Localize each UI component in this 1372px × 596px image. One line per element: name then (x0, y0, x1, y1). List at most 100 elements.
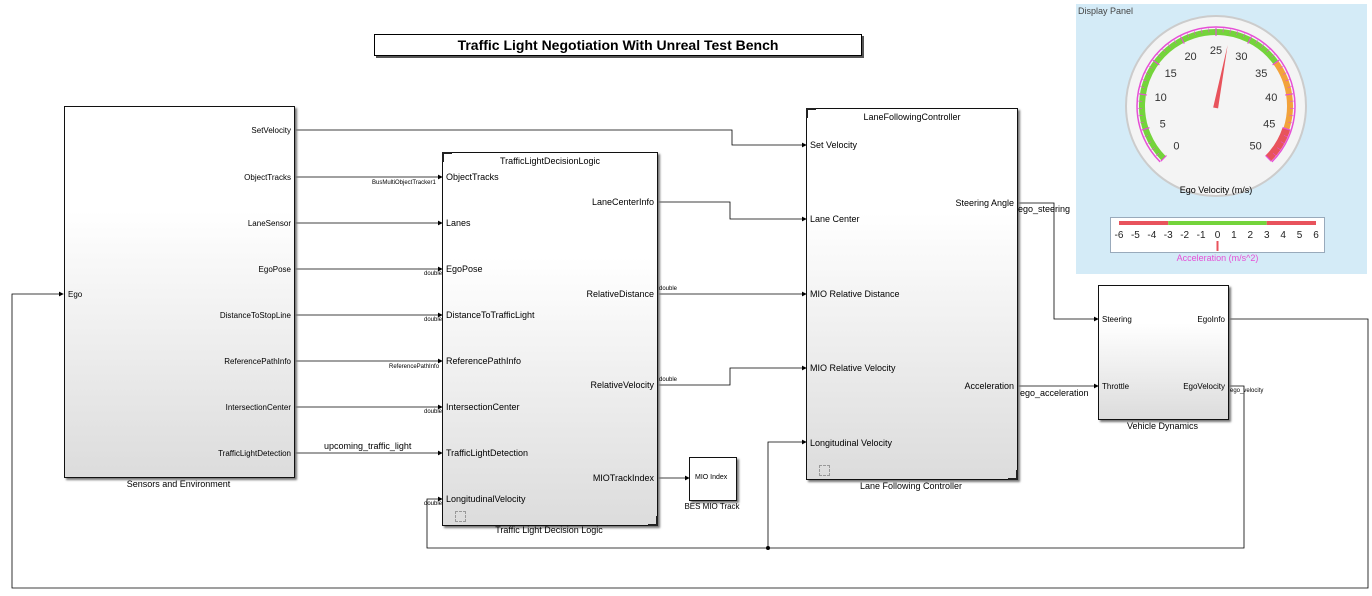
velocity-tick (1285, 79, 1290, 82)
velocity-tick-label: 10 (1155, 92, 1167, 104)
velocity-tick (1162, 48, 1166, 53)
wire-egoinfo (11, 291, 1369, 589)
subsystem-link-icon (455, 511, 466, 522)
velocity-tick (1187, 33, 1190, 38)
port-vd-throttle: Throttle (1102, 382, 1130, 391)
wire-egovelocity (426, 385, 1245, 549)
velocity-tick (1144, 135, 1149, 138)
subsystem-link-icon (819, 465, 830, 476)
port-vd-egoinfo: EgoInfo (1197, 315, 1225, 324)
port-lfc-acceleration: Acceleration (964, 381, 1014, 391)
port-tld-egopose: EgoPose (446, 264, 483, 274)
port-trafficlightdetection: TrafficLightDetection (218, 449, 291, 458)
signal-label-double: double (424, 271, 443, 277)
velocity-tick (1141, 127, 1150, 131)
tld-block[interactable]: TrafficLightDecisionLogic ObjectTracks L… (442, 152, 658, 526)
acceleration-gauge-label: Acceleration (m/s^2) (1176, 253, 1259, 263)
acceleration-tick-label: 2 (1248, 230, 1254, 241)
velocity-needle (1213, 45, 1228, 109)
velocity-tick-label: 5 (1160, 118, 1166, 130)
acceleration-tick-label: 5 (1297, 230, 1303, 241)
velocity-tick (1148, 66, 1153, 69)
velocity-green-band (1139, 29, 1279, 161)
acceleration-red-band (1119, 221, 1169, 225)
velocity-tick (1157, 54, 1161, 58)
velocity-tick (1151, 147, 1155, 151)
velocity-tick (1282, 127, 1291, 131)
velocity-tick (1138, 93, 1147, 96)
velocity-tick (1255, 39, 1259, 44)
velocity-tick (1139, 121, 1144, 124)
port-tld-objecttracks: ObjectTracks (446, 172, 499, 182)
acceleration-tick-label: -2 (1180, 230, 1189, 241)
wire-steering (1016, 202, 1099, 322)
velocity-tick (1229, 29, 1231, 34)
mio-block[interactable]: MIO Index (689, 457, 737, 501)
signal-label-ego-velocity: ego_velocity (1230, 388, 1264, 394)
lfc-caption: Lane Following Controller (859, 481, 963, 491)
port-tld-intersection: IntersectionCenter (446, 402, 520, 412)
signal-label-double: double (424, 317, 443, 323)
acceleration-tick-label: -5 (1131, 230, 1140, 241)
branch-point (766, 546, 770, 550)
port-tld-lanecenterinfo: LaneCenterInfo (591, 197, 654, 207)
acceleration-needle (1216, 241, 1219, 251)
velocity-tick (1242, 33, 1245, 38)
port-egopose: EgoPose (258, 265, 291, 274)
velocity-tick (1285, 93, 1294, 96)
acceleration-tick-label: -6 (1115, 230, 1124, 241)
port-lfc-reldist: MIO Relative Distance (810, 289, 900, 299)
velocity-tick (1152, 59, 1160, 66)
velocity-tick (1180, 36, 1185, 44)
velocity-tick (1261, 44, 1265, 48)
vd-block[interactable]: Steering Throttle EgoInfo EgoVelocity (1098, 285, 1229, 420)
velocity-tick (1201, 29, 1203, 34)
velocity-tick (1287, 86, 1292, 88)
port-lfc-steering: Steering Angle (955, 198, 1014, 208)
velocity-tick (1277, 147, 1281, 151)
velocity-tick (1280, 141, 1285, 144)
acceleration-tick-label: -4 (1147, 230, 1156, 241)
acceleration-tick-label: -1 (1197, 230, 1206, 241)
port-tld-distance: DistanceToTrafficLight (446, 310, 535, 320)
acceleration-green-band (1168, 221, 1267, 225)
port-tld-relvel: RelativeVelocity (590, 380, 654, 390)
port-referencepathinfo: ReferencePathInfo (224, 357, 291, 366)
velocity-tick (1272, 152, 1277, 156)
velocity-tick-label: 20 (1184, 51, 1196, 63)
vd-caption: Vehicle Dynamics (1126, 421, 1199, 431)
port-vd-egovelocity: EgoVelocity (1183, 382, 1225, 391)
tld-caption: Traffic Light Decision Logic (495, 525, 603, 535)
mio-label: MIO Index (695, 474, 728, 481)
port-tld-refpath: ReferencePathInfo (446, 356, 522, 366)
velocity-tick (1167, 44, 1171, 48)
velocity-tick (1140, 86, 1145, 88)
signal-label-double: double (659, 377, 678, 383)
velocity-tick-label: 25 (1210, 45, 1222, 57)
velocity-tick (1155, 152, 1160, 156)
velocity-gauge-label: Ego Velocity (m/s) (1180, 185, 1253, 195)
velocity-tick (1282, 72, 1287, 75)
lfc-block[interactable]: LaneFollowingController Set Velocity Lan… (806, 108, 1018, 480)
velocity-tick (1173, 39, 1177, 44)
signal-label-bus-tracker: BusMultiObjectTracker1 (372, 180, 436, 186)
model-title: Traffic Light Negotiation With Unreal Te… (374, 34, 862, 56)
sensors-block[interactable]: Ego SetVelocity ObjectTracks LaneSensor … (64, 106, 295, 478)
velocity-tick-label: 50 (1249, 141, 1261, 153)
velocity-tick-label: 45 (1263, 118, 1275, 130)
wire-setvelocity (293, 129, 807, 148)
velocity-outer-arc (1136, 26, 1296, 163)
port-objecttracks: ObjectTracks (244, 173, 291, 182)
velocity-tick (1138, 114, 1143, 117)
port-tld-longvel: LongitudinalVelocity (446, 494, 526, 504)
velocity-tick-label: 15 (1165, 68, 1177, 80)
velocity-tick (1145, 72, 1150, 75)
velocity-tick-label: 30 (1235, 51, 1247, 63)
signal-label-double: double (424, 501, 443, 507)
velocity-tick-label: 40 (1265, 92, 1277, 104)
velocity-tick (1265, 155, 1272, 162)
port-setvelocity: SetVelocity (251, 126, 291, 135)
velocity-tick (1271, 54, 1275, 58)
